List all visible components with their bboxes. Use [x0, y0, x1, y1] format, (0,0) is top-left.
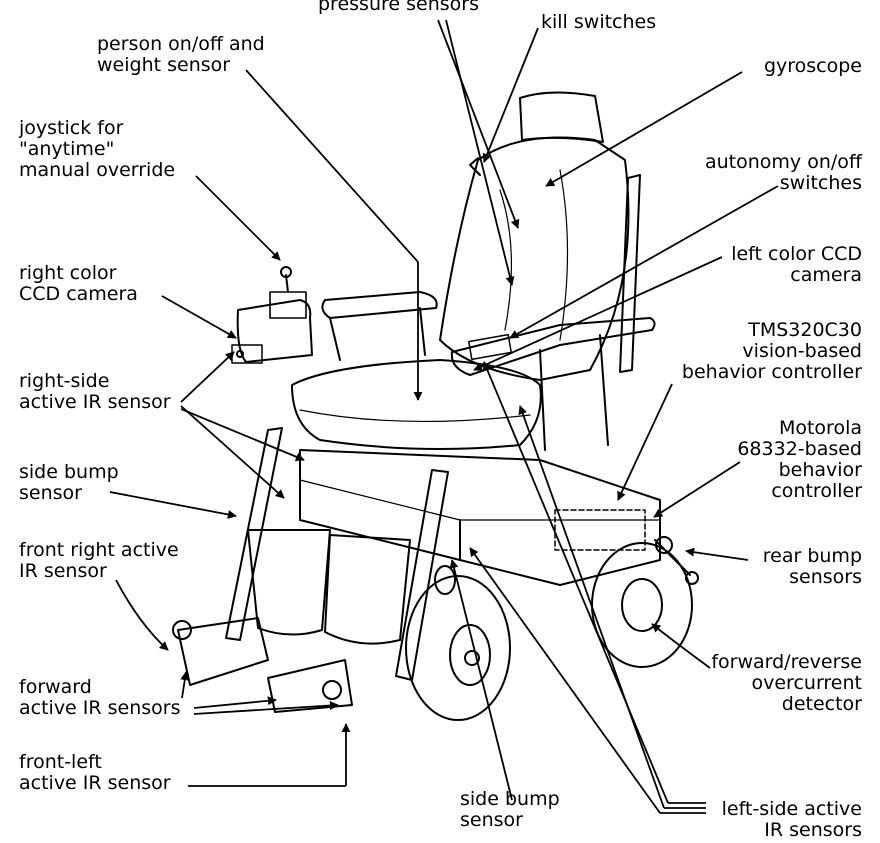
label-front-right-ir: front right active IR sensor	[19, 540, 179, 582]
right-armrest	[321, 291, 438, 319]
label-joystick: joystick for "anytime" manual override	[19, 118, 175, 181]
label-line: side bump	[19, 461, 119, 483]
leader-left-camera	[473, 256, 723, 371]
leader-right-ir-2	[180, 405, 285, 499]
label-line: side bump	[460, 788, 560, 810]
label-line: IR sensor	[19, 560, 107, 582]
label-line: right-side	[19, 370, 110, 392]
leader-forward-ir-1	[180, 671, 190, 699]
headrest	[519, 91, 604, 143]
leader-kill	[482, 27, 539, 163]
label-line: sensor	[460, 809, 523, 831]
leader-forward-ir-3	[193, 701, 339, 715]
label-line: active IR sensor	[19, 391, 171, 413]
wheelchair-illustration	[172, 91, 699, 721]
label-line: active IR sensor	[19, 772, 171, 794]
leader-side-bump-left	[109, 491, 237, 519]
label-kill-switches: kill switches	[541, 12, 656, 33]
label-line: front-left	[19, 751, 102, 773]
label-line: 68332-based	[737, 438, 862, 460]
label-gyroscope: gyroscope	[764, 56, 862, 77]
label-line: manual override	[19, 159, 176, 181]
label-line: behavior	[778, 459, 862, 481]
label-line: IR sensors	[764, 819, 862, 841]
label-tms-controller: TMS320C30 vision-based behavior controll…	[682, 320, 862, 383]
leader-right-camera	[161, 295, 237, 339]
label-right-side-ir: right-side active IR sensor	[19, 371, 171, 413]
seat-back	[439, 136, 630, 381]
leader-person	[245, 69, 419, 263]
leader-tms	[617, 383, 673, 501]
leader-rear-bump	[685, 547, 749, 561]
label-line: controller	[771, 480, 862, 502]
label-line: sensor	[19, 482, 82, 504]
label-overcurrent: forward/reverse overcurrent detector	[711, 652, 862, 715]
label-line: TMS320C30	[748, 319, 862, 341]
label-line: forward	[19, 676, 92, 698]
label-side-bump-bottom: side bump sensor	[460, 789, 560, 831]
left-armrest	[450, 317, 656, 376]
label-line: overcurrent	[751, 672, 863, 694]
seat-cushion	[291, 359, 542, 450]
leg-cushion-left	[324, 534, 411, 645]
label-left-side-ir: left-side active IR sensors	[722, 799, 862, 841]
label-person-sensor: person on/off and weight sensor	[97, 34, 265, 76]
label-line: gyroscope	[763, 55, 862, 77]
label-autonomy-switches: autonomy on/off switches	[705, 152, 862, 194]
rear-pole	[619, 174, 641, 373]
leader-pressure-1	[437, 19, 520, 229]
left-leg-strut	[395, 469, 449, 681]
leg-cushion-right	[247, 529, 331, 636]
label-line: pressure sensors	[318, 0, 479, 15]
leader-right-ir-1	[180, 351, 235, 403]
chair-base	[299, 449, 661, 586]
footrest-right	[177, 617, 269, 686]
label-line: vision-based	[742, 340, 862, 362]
label-front-left-ir: front-left active IR sensor	[19, 752, 171, 794]
label-line: kill switches	[541, 11, 657, 33]
label-line: forward/reverse	[711, 651, 862, 673]
label-right-camera: right color CCD camera	[19, 263, 138, 305]
label-line: Motorola	[778, 417, 862, 439]
label-motorola-controller: Motorola 68332-based behavior controller	[737, 418, 862, 502]
label-left-camera: left color CCD camera	[731, 244, 862, 286]
leader-autonomy	[509, 185, 779, 339]
label-line: active IR sensors	[19, 697, 181, 719]
leader-forward-ir-2	[193, 696, 277, 709]
label-forward-ir: forward active IR sensors	[19, 677, 181, 719]
leader-motorola	[653, 461, 741, 518]
label-line: autonomy on/off	[704, 151, 862, 173]
label-line: person on/off and	[97, 33, 265, 55]
leader-pressure-2	[445, 19, 515, 286]
label-line: camera	[790, 264, 862, 286]
label-line: switches	[779, 172, 862, 194]
label-pressure-sensors: pressure sensors	[318, 0, 479, 15]
label-line: detector	[781, 693, 862, 715]
leader-right-ir-3	[180, 408, 305, 462]
label-line: sensors	[789, 566, 862, 588]
label-line: behavior controller	[681, 361, 862, 383]
label-side-bump-left: side bump sensor	[19, 462, 119, 504]
label-line: left color CCD	[731, 243, 862, 265]
leader-side-bump-bottom	[449, 559, 513, 801]
label-line: rear bump	[762, 545, 862, 567]
right-leg-strut	[225, 427, 283, 641]
label-line: joystick for	[19, 117, 124, 139]
label-line: weight sensor	[97, 54, 231, 76]
leader-left-side-ir	[469, 361, 706, 814]
label-line: left-side active	[721, 798, 862, 820]
front-wheel	[405, 575, 511, 721]
leader-gyroscope	[545, 71, 743, 187]
leader-front-right-ir	[115, 579, 169, 651]
label-line: CCD camera	[19, 283, 138, 305]
label-line: right color	[19, 262, 117, 284]
leader-overcurrent	[651, 623, 711, 669]
right-camera-body	[236, 299, 313, 363]
leader-joystick	[195, 175, 281, 261]
leader-lines	[109, 19, 779, 814]
label-line: front right active	[19, 539, 179, 561]
label-rear-bump: rear bump sensors	[763, 546, 862, 588]
label-line: "anytime"	[19, 138, 115, 160]
